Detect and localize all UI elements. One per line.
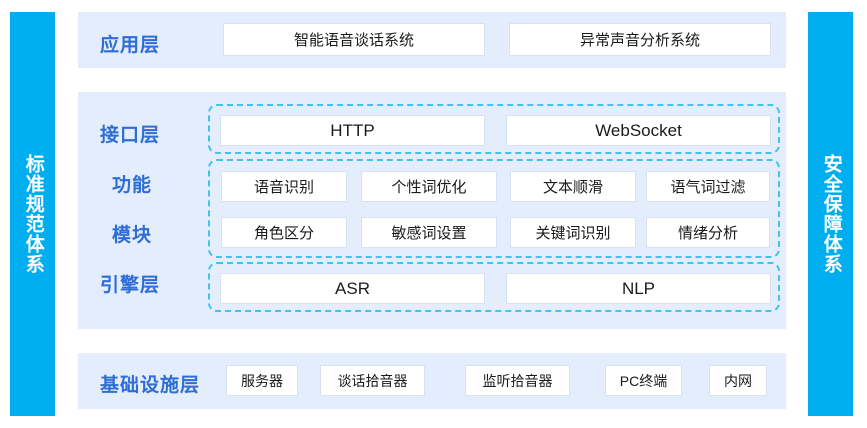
layer-label-application: 应用层 [100,35,161,56]
interface-item-1[interactable]: WebSocket [506,115,771,146]
function-module-item-2-label: 文本顺滑 [542,179,603,196]
function-module-item-2[interactable]: 文本顺滑 [510,171,636,202]
sidebar-right-security: 安全保障体系 [808,12,853,416]
engine-item-0[interactable]: ASR [220,273,485,304]
interface-item-0-label: HTTP [330,120,375,140]
panel-core-layers: 接口层 功能 模块 引擎层 HTTP WebSocket 语音识别 个性词优化 … [78,92,786,329]
infrastructure-item-3-label: PC终端 [619,372,668,389]
function-module-item-7[interactable]: 情绪分析 [646,217,770,248]
infrastructure-item-2-label: 监听拾音器 [482,372,553,389]
function-module-item-1[interactable]: 个性词优化 [361,171,497,202]
infrastructure-item-4[interactable]: 内网 [709,365,767,396]
infrastructure-item-0-label: 服务器 [241,372,283,389]
engine-item-1-label: NLP [621,278,656,298]
infrastructure-item-0[interactable]: 服务器 [226,365,298,396]
infrastructure-item-4-label: 内网 [724,372,752,389]
layer-label-infrastructure: 基础设施层 [100,375,201,396]
layer-label-function: 功能 [112,175,153,196]
infrastructure-item-3[interactable]: PC终端 [605,365,682,396]
dashed-group-engine: ASR NLP [208,262,780,312]
infrastructure-item-1[interactable]: 谈话拾音器 [320,365,425,396]
function-module-item-5[interactable]: 敏感词设置 [361,217,497,248]
function-module-item-3[interactable]: 语气词过滤 [646,171,770,202]
layer-label-module: 模块 [112,225,153,246]
layer-label-interface: 接口层 [100,125,161,146]
engine-item-0-label: ASR [335,278,370,298]
layer-label-engine: 引擎层 [100,275,161,296]
function-module-item-0-label: 语音识别 [253,179,314,196]
sidebar-left-label: 标准规范体系 [22,154,44,274]
panel-application-layer: 应用层 智能语音谈话系统 异常声音分析系统 [78,12,786,68]
function-module-item-7-label: 情绪分析 [677,225,738,242]
function-module-item-6-label: 关键词识别 [535,225,611,242]
dashed-group-interface: HTTP WebSocket [208,104,780,154]
function-module-item-3-label: 语气词过滤 [670,179,746,196]
application-item-1-label: 异常声音分析系统 [579,32,700,49]
sidebar-left-standards: 标准规范体系 [10,12,55,416]
infrastructure-item-2[interactable]: 监听拾音器 [465,365,570,396]
function-module-item-1-label: 个性词优化 [391,179,467,196]
function-module-item-5-label: 敏感词设置 [391,225,467,242]
infrastructure-item-1-label: 谈话拾音器 [337,372,408,389]
engine-item-1[interactable]: NLP [506,273,771,304]
application-item-0-label: 智能语音谈话系统 [293,32,414,49]
function-module-item-0[interactable]: 语音识别 [221,171,347,202]
interface-item-0[interactable]: HTTP [220,115,485,146]
application-item-1[interactable]: 异常声音分析系统 [509,23,771,56]
function-module-item-4[interactable]: 角色区分 [221,217,347,248]
function-module-item-6[interactable]: 关键词识别 [510,217,636,248]
interface-item-1-label: WebSocket [595,120,682,140]
function-module-item-4-label: 角色区分 [253,225,314,242]
application-item-0[interactable]: 智能语音谈话系统 [223,23,485,56]
sidebar-right-label: 安全保障体系 [820,154,842,274]
dashed-group-function-module: 语音识别 个性词优化 文本顺滑 语气词过滤 角色区分 敏感词设置 关键词识别 [208,159,780,258]
panel-infrastructure-layer: 基础设施层 服务器 谈话拾音器 监听拾音器 PC终端 内网 [78,353,786,409]
